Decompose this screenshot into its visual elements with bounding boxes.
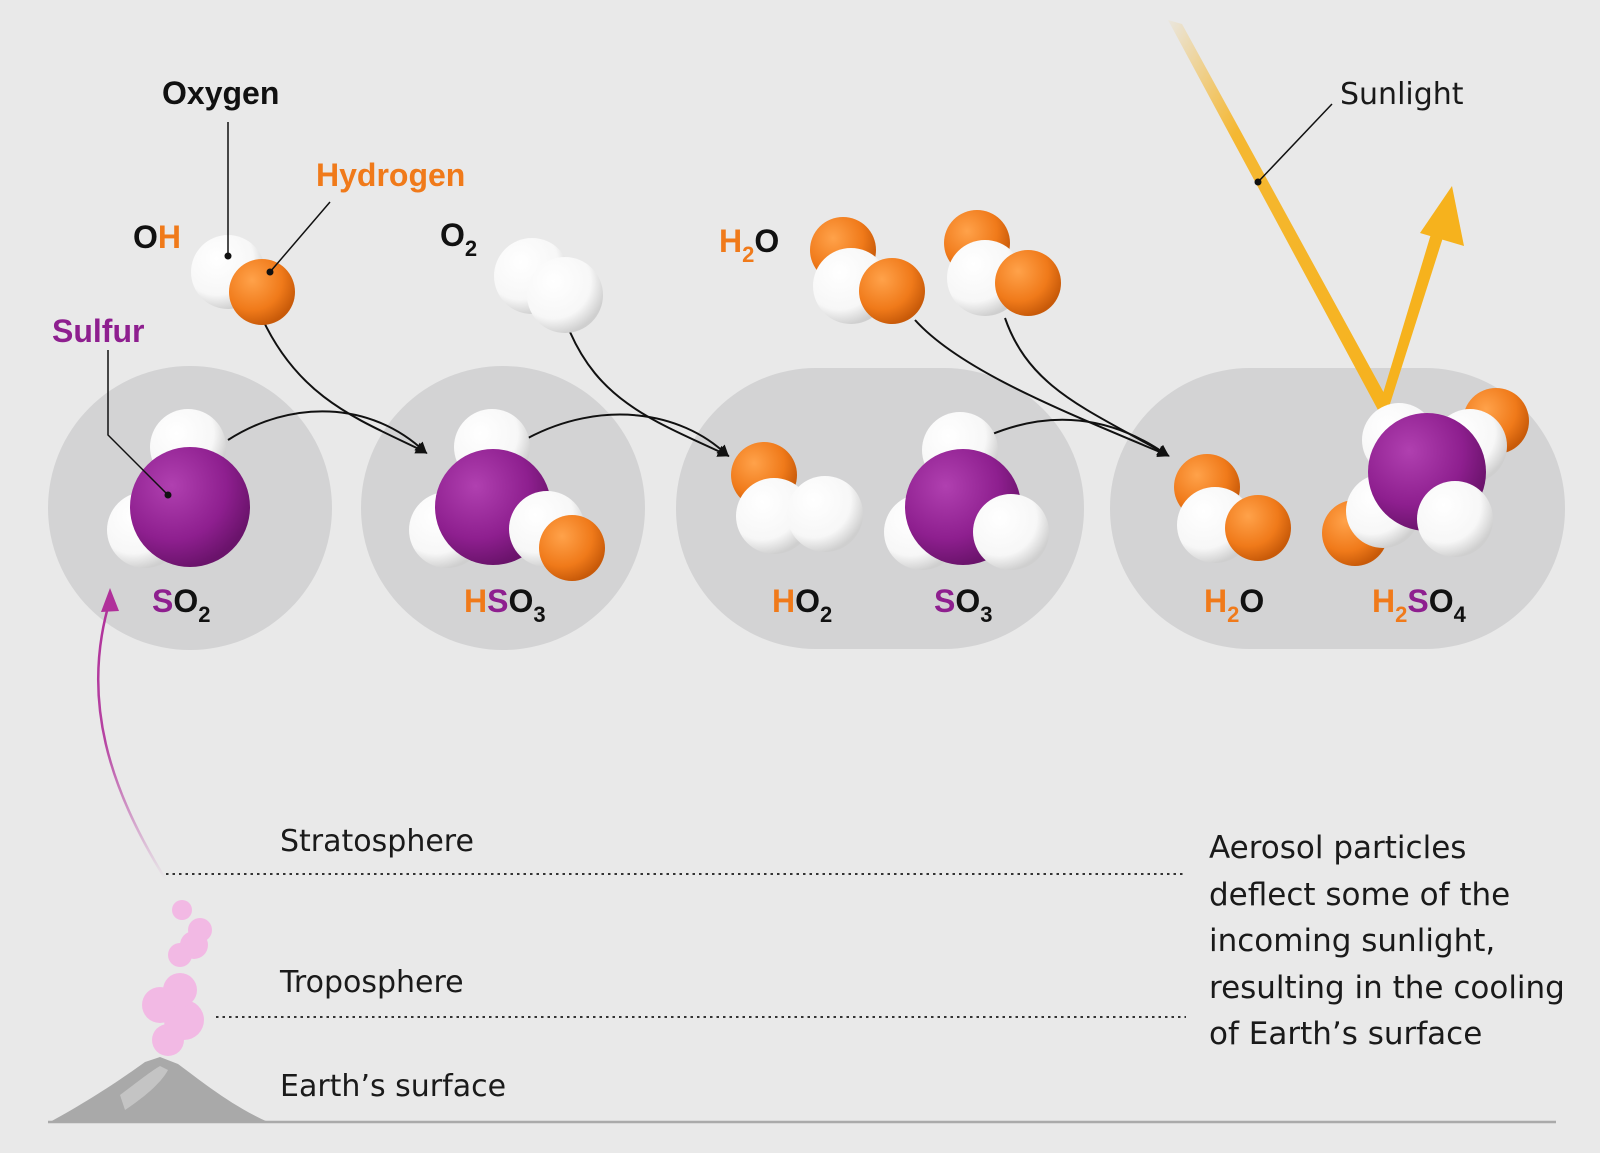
- molecule-so2: [107, 409, 250, 568]
- so3-formula: SO3: [934, 583, 992, 627]
- note-line-1: Aerosol particles: [1209, 830, 1466, 866]
- stratosphere-label: Stratosphere: [280, 824, 474, 859]
- molecule-so3: [884, 412, 1049, 570]
- ho2-formula: HO2: [772, 583, 832, 627]
- sunlight-leader: [1257, 103, 1333, 183]
- sulfur-leader: [107, 350, 169, 496]
- hydrogen-dot: [266, 268, 274, 276]
- aerosol-note: Aerosol particles deflect some of the in…: [1209, 830, 1575, 1052]
- sulfur-label: Sulfur: [52, 313, 144, 349]
- incoming-sunlight-ray: [1168, 20, 1390, 410]
- sunlight-rays: [1168, 20, 1464, 410]
- molecule-h2o-product: [1174, 454, 1291, 563]
- callout-leaders: [107, 103, 1333, 496]
- arrow-so3-to-h2o: [989, 418, 1170, 457]
- volcano-icon: [50, 1057, 268, 1122]
- molecule-hso3: [409, 409, 605, 581]
- h2o-a-hydrogen-2: [859, 258, 925, 324]
- h2so4-formula: H2SO4: [1372, 583, 1467, 627]
- reflected-arrowhead: [1420, 186, 1464, 246]
- troposphere-label: Troposphere: [279, 965, 464, 1000]
- h2o-b-hydrogen-2: [995, 250, 1061, 316]
- hydrogen-leader: [269, 201, 331, 273]
- note-line-3: incoming sunlight,: [1209, 923, 1495, 959]
- o2-atom-2: [527, 257, 603, 333]
- sunlight-label: Sunlight: [1340, 77, 1464, 112]
- molecule-h2o-a: [810, 217, 925, 324]
- oh-hydrogen-atom: [229, 259, 295, 325]
- h2o-product-hydrogen-2: [1225, 495, 1291, 561]
- arrow-h2o-a-to-h2o: [914, 319, 1170, 458]
- note-line-2: deflect some of the: [1209, 877, 1510, 913]
- smoke-plume-icon: [142, 900, 212, 1056]
- oxygen-dot: [224, 252, 232, 260]
- so2-formula: SO2: [152, 583, 210, 627]
- callout-dots: [164, 178, 1262, 499]
- molecule-oh: [191, 235, 295, 325]
- arrow-o2-to-ho2: [569, 331, 730, 457]
- molecule-h2so4: [1322, 388, 1529, 566]
- sulfur-dot: [164, 491, 172, 499]
- sulfur-rise-arrowhead: [101, 588, 119, 612]
- molecule-h2o-b: [944, 210, 1061, 316]
- h2so4-oxygen-bottom: [1417, 481, 1493, 557]
- arrow-so2-to-hso3: [227, 410, 428, 455]
- molecule-ho2: [731, 442, 863, 554]
- arrow-oh-to-hso3: [261, 317, 428, 454]
- note-line-4: resulting in the cooling: [1209, 970, 1565, 1006]
- oh-formula: OH: [133, 219, 181, 255]
- h2o-reactant-formula: H2O: [719, 223, 779, 267]
- h2o-product-formula: H2O: [1204, 583, 1264, 627]
- arrow-hso3-to-ho2: [527, 413, 730, 458]
- so3-oxygen-right: [973, 494, 1049, 570]
- note-line-5: of Earth’s surface: [1209, 1016, 1482, 1052]
- reflected-sunlight-ray: [1378, 224, 1446, 410]
- oxygen-label: Oxygen: [162, 75, 279, 111]
- earth-surface-label: Earth’s surface: [280, 1069, 506, 1104]
- hso3-hydrogen: [539, 515, 605, 581]
- o2-formula: O2: [440, 217, 477, 261]
- ho2-oxygen-2: [787, 476, 863, 552]
- reaction-arrows: [227, 317, 1170, 458]
- hydrogen-label: Hydrogen: [316, 157, 465, 193]
- sulfur-rise-arrow: [96, 599, 168, 881]
- so2-sulfur: [130, 447, 250, 567]
- sunlight-dot: [1254, 178, 1262, 186]
- hso3-formula: HSO3: [464, 583, 546, 627]
- molecule-o2: [494, 238, 603, 333]
